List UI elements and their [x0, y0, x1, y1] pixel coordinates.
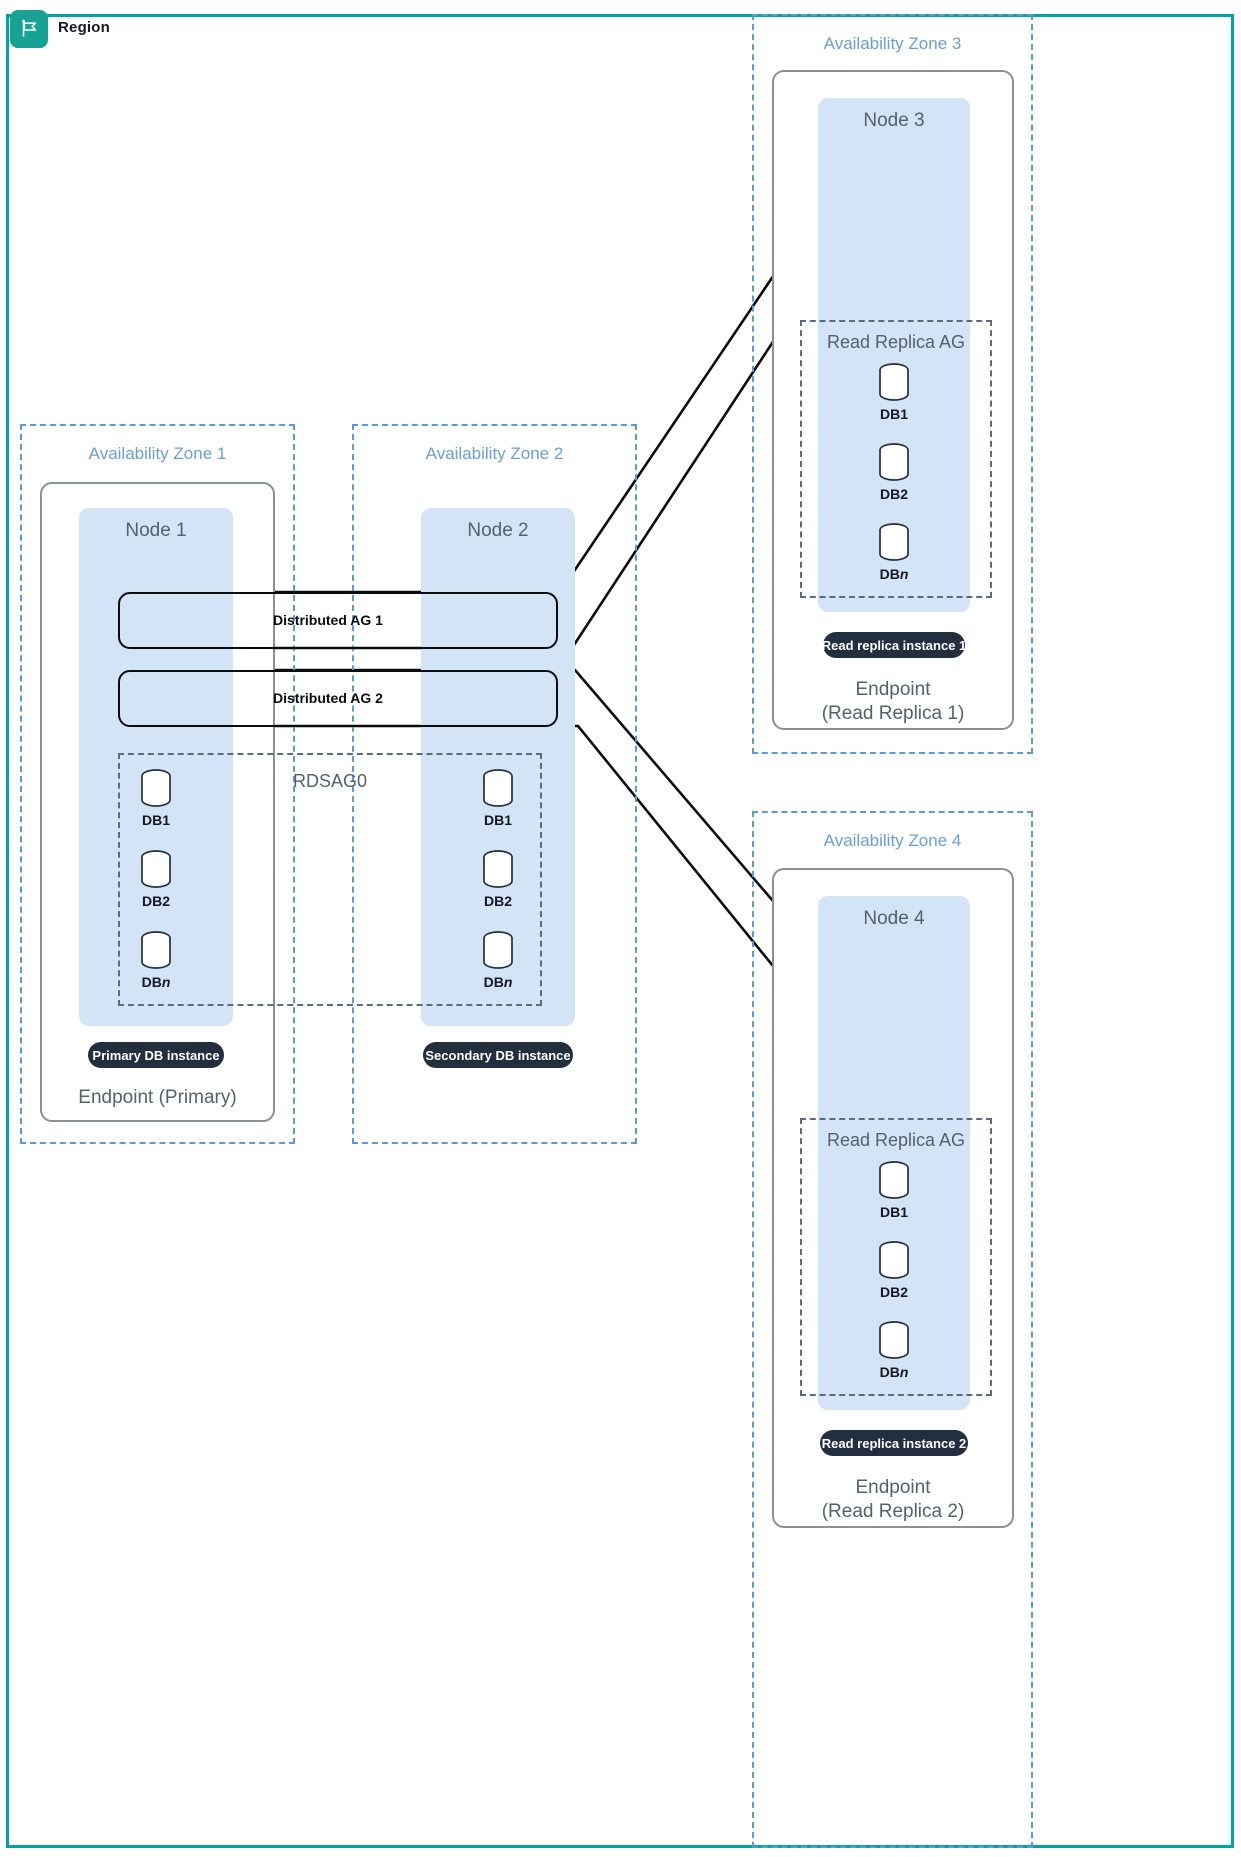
az2-db-n: DBn — [463, 930, 533, 990]
az1-db-n: DBn — [121, 930, 191, 990]
az3-db-2-label: DB2 — [879, 486, 909, 502]
database-cylinder-icon — [139, 930, 173, 970]
az4-db-n: DBn — [859, 1320, 929, 1380]
rdsag0-availability-group — [118, 753, 542, 1006]
az3-db-2: DB2 — [859, 442, 929, 502]
node-2-label: Node 2 — [467, 520, 529, 541]
az2-db-2-label: DB2 — [483, 893, 513, 909]
az1-db-2-label: DB2 — [141, 893, 171, 909]
az2-db-1-label: DB1 — [483, 812, 513, 828]
database-cylinder-icon — [481, 768, 515, 808]
availability-zone-3: Availability Zone 3 — [752, 14, 1033, 754]
az4-label: Availability Zone 4 — [823, 831, 962, 850]
az1-db-n-label: DBn — [141, 974, 171, 990]
region-flag-icon — [10, 10, 48, 48]
database-cylinder-icon — [877, 1320, 911, 1360]
database-cylinder-icon — [139, 768, 173, 808]
az1-endpoint-caption: Endpoint (Primary) — [78, 1087, 237, 1108]
node-3-label: Node 3 — [863, 110, 925, 131]
database-cylinder-icon — [877, 362, 911, 402]
az3-label: Availability Zone 3 — [823, 34, 962, 53]
availability-zone-1: Availability Zone 1 — [20, 424, 295, 1144]
database-cylinder-icon — [877, 1240, 911, 1280]
az3-endpoint-caption: Endpoint (Read Replica 1) — [821, 679, 965, 724]
database-cylinder-icon — [481, 930, 515, 970]
distributed-ag-1-label: Distributed AG 1 — [273, 612, 383, 628]
database-cylinder-icon — [877, 1160, 911, 1200]
az3-ag-label: Read Replica AG — [826, 332, 966, 352]
node-1-label: Node 1 — [125, 520, 187, 541]
az4-db-1: DB1 — [859, 1160, 929, 1220]
region-boundary — [6, 14, 1234, 1848]
availability-zone-2: Availability Zone 2 — [352, 424, 637, 1144]
az3-instance-badge: Read replica instance 1 — [822, 632, 966, 658]
az4-db-1-label: DB1 — [879, 1204, 909, 1220]
az3-db-n: DBn — [859, 522, 929, 582]
availability-zone-4: Availability Zone 4 — [752, 811, 1033, 1848]
az1-db-2: DB2 — [121, 849, 191, 909]
database-cylinder-icon — [481, 849, 515, 889]
database-cylinder-icon — [139, 849, 173, 889]
az3-db-1-label: DB1 — [879, 406, 909, 422]
az4-db-2-label: DB2 — [879, 1284, 909, 1300]
distributed-ag-2-box — [118, 670, 558, 727]
az2-instance-badge: Secondary DB instance — [423, 1042, 573, 1068]
az2-db-2: DB2 — [463, 849, 533, 909]
az4-ag-label: Read Replica AG — [826, 1130, 966, 1150]
az4-db-n-label: DBn — [879, 1364, 909, 1380]
az1-label: Availability Zone 1 — [88, 444, 227, 463]
az4-read-replica-ag: Read Replica AG — [800, 1118, 992, 1396]
az2-db-n-label: DBn — [483, 974, 513, 990]
distributed-ag-2-label: Distributed AG 2 — [273, 690, 383, 706]
az3-db-1: DB1 — [859, 362, 929, 422]
az1-db-1-label: DB1 — [141, 812, 171, 828]
az1-db-1: DB1 — [121, 768, 191, 828]
az4-instance-badge: Read replica instance 2 — [820, 1430, 968, 1456]
distributed-ag-1-box — [118, 592, 558, 649]
az2-label: Availability Zone 2 — [425, 444, 564, 463]
az3-db-n-label: DBn — [879, 566, 909, 582]
region-title: Region — [58, 19, 111, 36]
az4-endpoint-caption: Endpoint (Read Replica 2) — [821, 1477, 965, 1522]
az2-db-1: DB1 — [463, 768, 533, 828]
node-4-label: Node 4 — [863, 908, 925, 929]
database-cylinder-icon — [877, 522, 911, 562]
az4-db-2: DB2 — [859, 1240, 929, 1300]
az3-read-replica-ag: Read Replica AG — [800, 320, 992, 598]
az1-instance-badge: Primary DB instance — [88, 1042, 224, 1068]
database-cylinder-icon — [877, 442, 911, 482]
rdsag0-label: RDSAG0 — [293, 771, 368, 791]
